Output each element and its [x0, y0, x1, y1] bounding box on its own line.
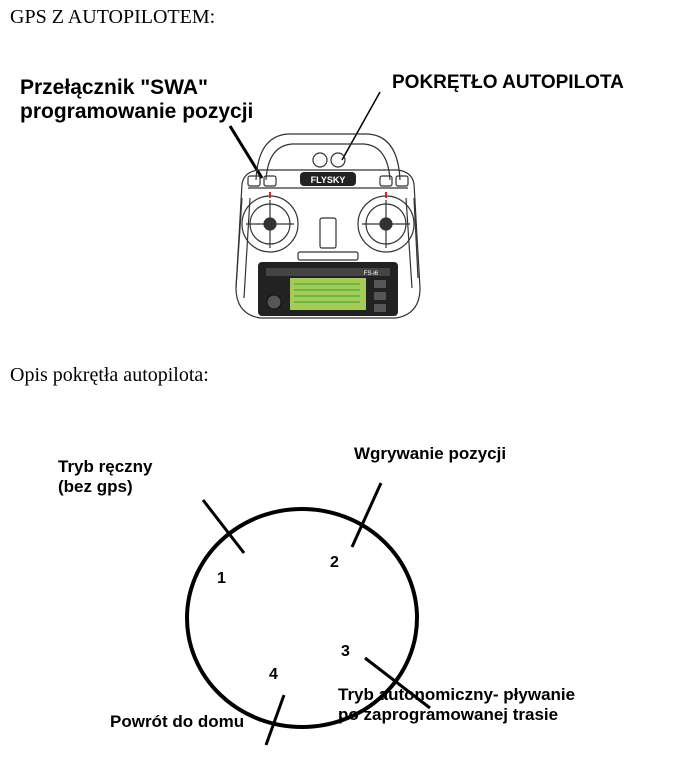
model-text: FS-i6: [364, 271, 379, 277]
swa-switch-label: Przełącznik "SWA" programowanie pozycji: [20, 76, 253, 124]
position-4-label: Powrót do domu: [110, 712, 244, 732]
swa-switch-label-line1: Przełącznik "SWA": [20, 76, 208, 99]
position-3-tick: [364, 656, 431, 710]
position-4-number: 4: [269, 666, 278, 683]
knob-pointer-line: [341, 91, 381, 161]
position-1-label-line1: Tryb ręczny: [58, 457, 153, 476]
position-1-label-line2: (bez gps): [58, 477, 133, 496]
position-1-tick: [201, 499, 246, 554]
position-4-label-line1: Powrót do domu: [110, 712, 245, 731]
position-2-label-line1: Wgrywanie pozycji: [354, 444, 507, 463]
transmitter-illustration: FLYSKY FS-i6: [235, 133, 421, 319]
autopilot-knob-label: POKRĘTŁO AUTOPILOTA: [392, 72, 624, 93]
position-2-number: 2: [330, 554, 339, 571]
page-title: GPS Z AUTOPILOTEM:: [10, 6, 216, 28]
position-1-label: Tryb ręczny (bez gps): [58, 457, 153, 497]
position-3-label-line1: Tryb autonomiczny- pływanie: [338, 685, 576, 704]
brand-text: FLYSKY: [311, 175, 346, 185]
position-3-number: 3: [341, 643, 350, 660]
position-3-label-line2: po zaprogramowanej trasie: [338, 705, 559, 724]
dial-description-title: Opis pokrętła autopilota:: [10, 364, 209, 386]
dial-outline: [185, 507, 419, 729]
position-2-tick: [350, 482, 383, 548]
position-3-label: Tryb autonomiczny- pływanie po zaprogram…: [338, 685, 575, 725]
position-4-tick: [264, 694, 286, 746]
swa-switch-label-line2: programowanie pozycji: [20, 100, 254, 123]
position-1-number: 1: [217, 570, 226, 587]
position-2-label: Wgrywanie pozycji: [354, 444, 506, 464]
